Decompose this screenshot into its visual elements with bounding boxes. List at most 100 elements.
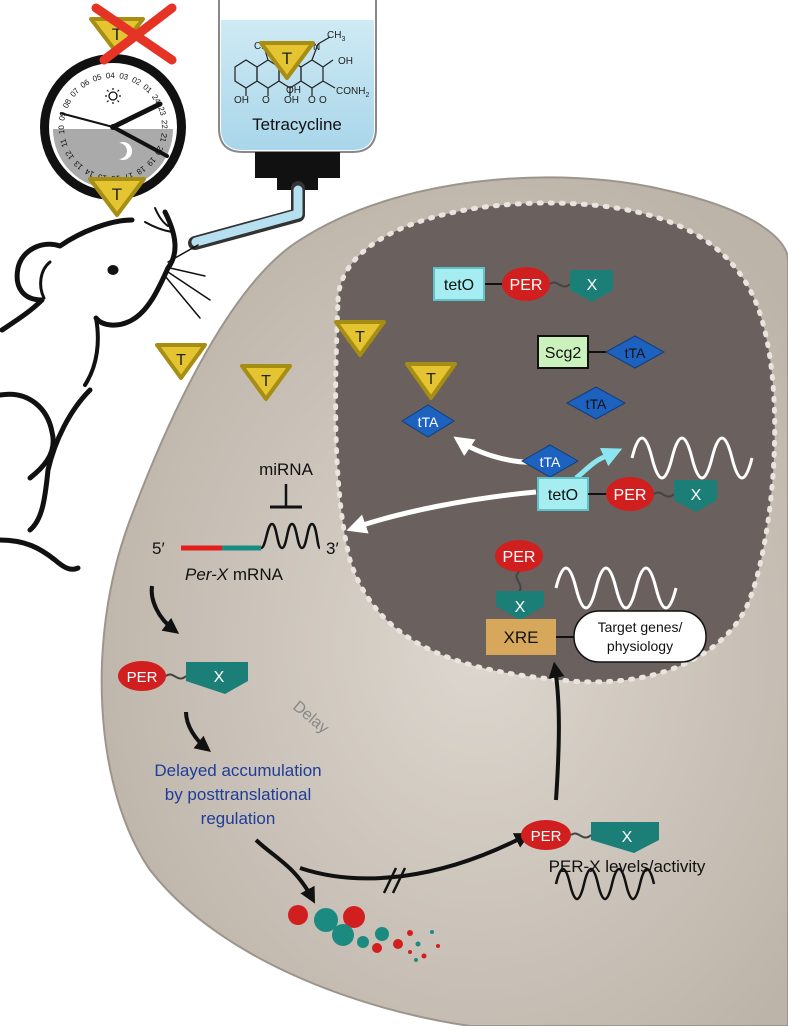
svg-text:O: O [308, 95, 316, 106]
svg-text:OH: OH [286, 85, 301, 96]
per-x-protein: PER X [118, 661, 248, 694]
x-tag [496, 591, 544, 620]
clock-hand [110, 101, 163, 130]
accumulation-line: regulation [201, 809, 276, 828]
drug-triangle-icon: T [334, 320, 386, 357]
teto-box [433, 267, 485, 301]
svg-text:OH: OH [284, 95, 299, 106]
drug-triangle-icon: T [405, 362, 457, 400]
drug-triangle-icon: T [88, 177, 146, 217]
per-x-levels-protein: PER X [521, 820, 659, 853]
svg-text:T: T [112, 185, 122, 204]
clock-hour-label: 10 [57, 124, 66, 134]
svg-text:T: T [261, 373, 271, 390]
tetracycline-bottle: Cl CH3 N OH CONH2 OH O OH OH O O Tetracy… [188, 0, 377, 250]
svg-text:PER: PER [510, 277, 543, 294]
svg-text:CONH2: CONH2 [336, 86, 369, 99]
x-tag [674, 480, 717, 512]
drug-triangle-icon: T [240, 364, 292, 401]
svg-text:T: T [426, 371, 436, 388]
transcription-arrow [574, 447, 623, 480]
per-ellipse [502, 267, 550, 301]
svg-text:Cl: Cl [254, 41, 263, 52]
svg-text:N: N [313, 42, 320, 53]
svg-text:XRE: XRE [504, 628, 539, 647]
per-ellipse [495, 540, 543, 572]
clock-hand [111, 125, 169, 158]
clock-hour-label: 08 [61, 97, 73, 110]
teto-per-x-construct: tetO PER X [433, 267, 613, 302]
svg-text:PER: PER [127, 669, 158, 686]
svg-text:O: O [262, 95, 270, 106]
accumulation-line: Delayed accumulation [154, 761, 321, 780]
teto-box [537, 477, 589, 511]
clock-hour-label: 23 [156, 105, 167, 117]
tta-diamond: tTA [520, 444, 580, 478]
svg-text:tTA: tTA [586, 396, 607, 412]
svg-text:T: T [176, 352, 186, 369]
accumulation-line: by posttranslational [165, 785, 311, 804]
translation-arrow [149, 585, 180, 634]
clock-hour-label: 02 [130, 75, 143, 87]
svg-text:CH3: CH3 [327, 30, 345, 43]
moon-icon [119, 142, 133, 161]
mirna-label: miRNA [259, 460, 313, 479]
svg-text:T: T [282, 49, 292, 68]
cross-mark-icon [91, 3, 177, 65]
export-arrow [346, 489, 537, 534]
clock-hand [59, 112, 114, 128]
mouse-eye [107, 265, 119, 275]
scg2-box [537, 335, 589, 369]
svg-text:physiology: physiology [607, 638, 673, 654]
drug-triangle-icon: T [259, 41, 315, 80]
svg-text:X: X [587, 277, 598, 294]
tetracycline-molecule [234, 36, 336, 96]
oscillation-wave [630, 436, 754, 480]
break-mark [382, 867, 398, 894]
clock-hour-label: 09 [57, 110, 68, 121]
svg-text:PER: PER [531, 828, 562, 845]
svg-text:O: O [319, 95, 327, 106]
clock-hour-label: 22 [160, 120, 169, 130]
degradation-arrow [254, 838, 316, 904]
svg-text:T: T [355, 329, 365, 346]
clock-hour-label: 21 [158, 132, 169, 143]
mrna-utr [260, 522, 322, 550]
svg-text:X: X [214, 669, 225, 686]
clock-hour-label: 14 [83, 167, 96, 179]
circadian-clock: 0908070605040302012423222120191817161514… [40, 54, 186, 200]
sun-icon [105, 88, 121, 104]
break-mark [391, 867, 407, 894]
tta-diamond [604, 335, 666, 369]
degradation-fragments [288, 905, 440, 962]
five-prime-label: 5′ [152, 539, 165, 558]
scg2-tta-construct: Scg2 tTA [537, 335, 666, 369]
svg-text:PER: PER [503, 549, 536, 566]
svg-text:Target genes/: Target genes/ [598, 619, 683, 635]
target-genes-box [573, 610, 707, 663]
svg-text:PER: PER [614, 487, 647, 504]
xre-box [486, 619, 556, 655]
nucleus [333, 200, 778, 685]
svg-text:tetO: tetO [444, 277, 474, 294]
mouse-outline [0, 207, 211, 572]
delay-arrow [184, 711, 211, 752]
svg-text:OH: OH [338, 56, 353, 67]
tta-diamond: tTA [565, 386, 627, 420]
drug-triangle-icon: T [155, 343, 207, 380]
svg-text:T: T [112, 25, 122, 44]
xre-complex: PER X XRE Target genes/ physiology [486, 540, 707, 663]
x-tag [570, 270, 613, 302]
svg-text:X: X [622, 829, 633, 846]
clock-hour-label: 04 [106, 71, 116, 80]
import-arrow [548, 661, 565, 801]
three-prime-label: 3′ [326, 539, 339, 558]
svg-text:tTA: tTA [418, 414, 439, 430]
levels-wave [554, 867, 656, 901]
accumulation-arrow [299, 833, 531, 881]
svg-text:tTA: tTA [625, 345, 646, 361]
mrna-label: Per-X mRNA [185, 565, 284, 584]
clock-hour-label: 17 [123, 170, 135, 181]
clock-hour-label: 03 [118, 71, 129, 82]
